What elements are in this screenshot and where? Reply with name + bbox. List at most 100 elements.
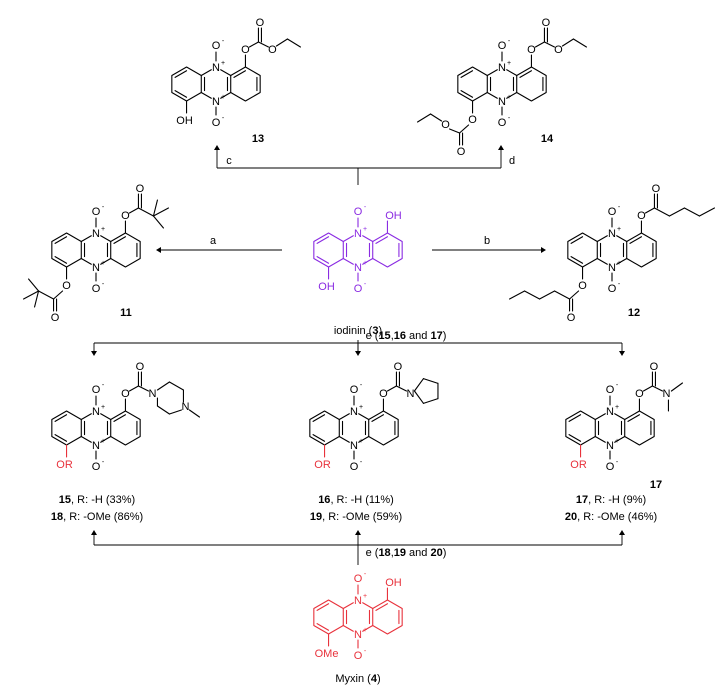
oxide-oxygen: O	[92, 384, 101, 396]
oxide-oxygen: O	[92, 206, 101, 218]
carbonyl-oxygen: O	[256, 17, 265, 29]
reagent-d-label: d	[509, 155, 515, 167]
yield-y16: 16, R: -H (11%)	[318, 494, 394, 506]
ester-oxygen: O	[637, 210, 646, 222]
yield-y18: 18, R: -OMe (86%)	[51, 511, 143, 523]
charge-plus: +	[221, 60, 225, 67]
nitrogen-atom: N	[608, 262, 616, 274]
arrow-head	[91, 530, 97, 535]
charge-plus: +	[101, 226, 105, 233]
nitrogen-atom: N	[606, 440, 614, 452]
ester-oxygen: O	[121, 210, 130, 222]
ester-oxygen: O	[379, 388, 388, 400]
charge-minus: -	[360, 459, 363, 466]
charge-plus: +	[221, 94, 225, 101]
ester-oxygen: O	[578, 280, 587, 292]
arrow-head	[619, 351, 625, 356]
charge-minus: -	[508, 38, 511, 45]
carbonyl-oxygen: O	[650, 361, 659, 373]
charge-plus: +	[363, 627, 367, 634]
hydroxy-group: OR	[314, 459, 331, 471]
reagent-e-bottom-label: e (18,19 and 20)	[366, 547, 447, 559]
nitrogen-atom: N	[354, 595, 362, 607]
charge-plus: +	[615, 438, 619, 445]
compound-17-label: 17	[650, 479, 662, 491]
hydroxy-group: OR	[56, 459, 73, 471]
charge-minus: -	[618, 281, 621, 288]
oxide-oxygen: O	[354, 650, 363, 662]
reagent-b-label: b	[484, 235, 490, 247]
amide-nitrogen: N	[406, 388, 414, 400]
oxide-oxygen: O	[498, 40, 507, 52]
oxide-oxygen: O	[92, 283, 101, 295]
ester-oxygen: O	[121, 388, 130, 400]
myxin-label: Myxin (4)	[335, 673, 380, 685]
oxide-oxygen: O	[608, 206, 617, 218]
nitrogen-atom: N	[212, 62, 220, 74]
nitrogen-atom: N	[498, 62, 506, 74]
oxide-oxygen: O	[608, 283, 617, 295]
ether-oxygen: O	[441, 119, 450, 131]
charge-minus: -	[618, 204, 621, 211]
charge-plus: +	[359, 438, 363, 445]
iodinin-label: iodinin (3)	[334, 325, 382, 337]
oxide-oxygen: O	[92, 461, 101, 473]
charge-plus: +	[101, 438, 105, 445]
charge-plus: +	[101, 260, 105, 267]
carbonyl-oxygen: O	[136, 361, 145, 373]
charge-minus: -	[364, 281, 367, 288]
oxide-oxygen: O	[498, 117, 507, 129]
nitrogen-atom: N	[354, 629, 362, 641]
compound-12-label: 12	[628, 307, 640, 319]
oxide-oxygen: O	[212, 40, 221, 52]
carbonyl-oxygen: O	[652, 183, 661, 195]
piperazine-nitrogen: N	[181, 401, 189, 413]
hydroxy-group: OH	[176, 115, 193, 127]
ester-oxygen: O	[241, 44, 250, 56]
oxide-oxygen: O	[354, 573, 363, 585]
charge-minus: -	[364, 648, 367, 655]
hydroxy-group: OH	[385, 577, 402, 589]
charge-minus: -	[222, 38, 225, 45]
charge-minus: -	[222, 115, 225, 122]
arrow-head	[355, 351, 361, 356]
nitrogen-atom: N	[350, 406, 358, 418]
charge-plus: +	[101, 404, 105, 411]
nitrogen-atom: N	[354, 228, 362, 240]
charge-minus: -	[102, 204, 105, 211]
arrow-head	[541, 247, 546, 253]
arrow-head	[156, 247, 161, 253]
charge-minus: -	[616, 382, 619, 389]
hydroxy-group: OMe	[315, 648, 339, 660]
oxide-oxygen: O	[354, 206, 363, 218]
ether-oxygen: O	[268, 44, 277, 56]
yield-y19: 19, R: -OMe (59%)	[310, 511, 402, 523]
arrow-head	[91, 351, 97, 356]
ether-oxygen: O	[554, 44, 563, 56]
nitrogen-atom: N	[92, 262, 100, 274]
ester-oxygen: O	[62, 280, 71, 292]
oxide-oxygen: O	[350, 384, 359, 396]
charge-plus: +	[615, 404, 619, 411]
charge-minus: -	[102, 281, 105, 288]
reagent-e-top-label: e (15,16 and 17)	[366, 330, 447, 342]
nitrogen-atom: N	[354, 262, 362, 274]
oxide-oxygen: O	[606, 384, 615, 396]
nitrogen-atom: N	[498, 96, 506, 108]
yield-y15: 15, R: -H (33%)	[59, 494, 135, 506]
arrow-head	[355, 530, 361, 535]
charge-minus: -	[364, 204, 367, 211]
reagent-c-label: c	[226, 155, 232, 167]
amide-nitrogen: N	[148, 388, 156, 400]
charge-minus: -	[360, 382, 363, 389]
nitrogen-atom: N	[606, 406, 614, 418]
arrow-head	[498, 145, 504, 150]
nitrogen-atom: N	[92, 440, 100, 452]
